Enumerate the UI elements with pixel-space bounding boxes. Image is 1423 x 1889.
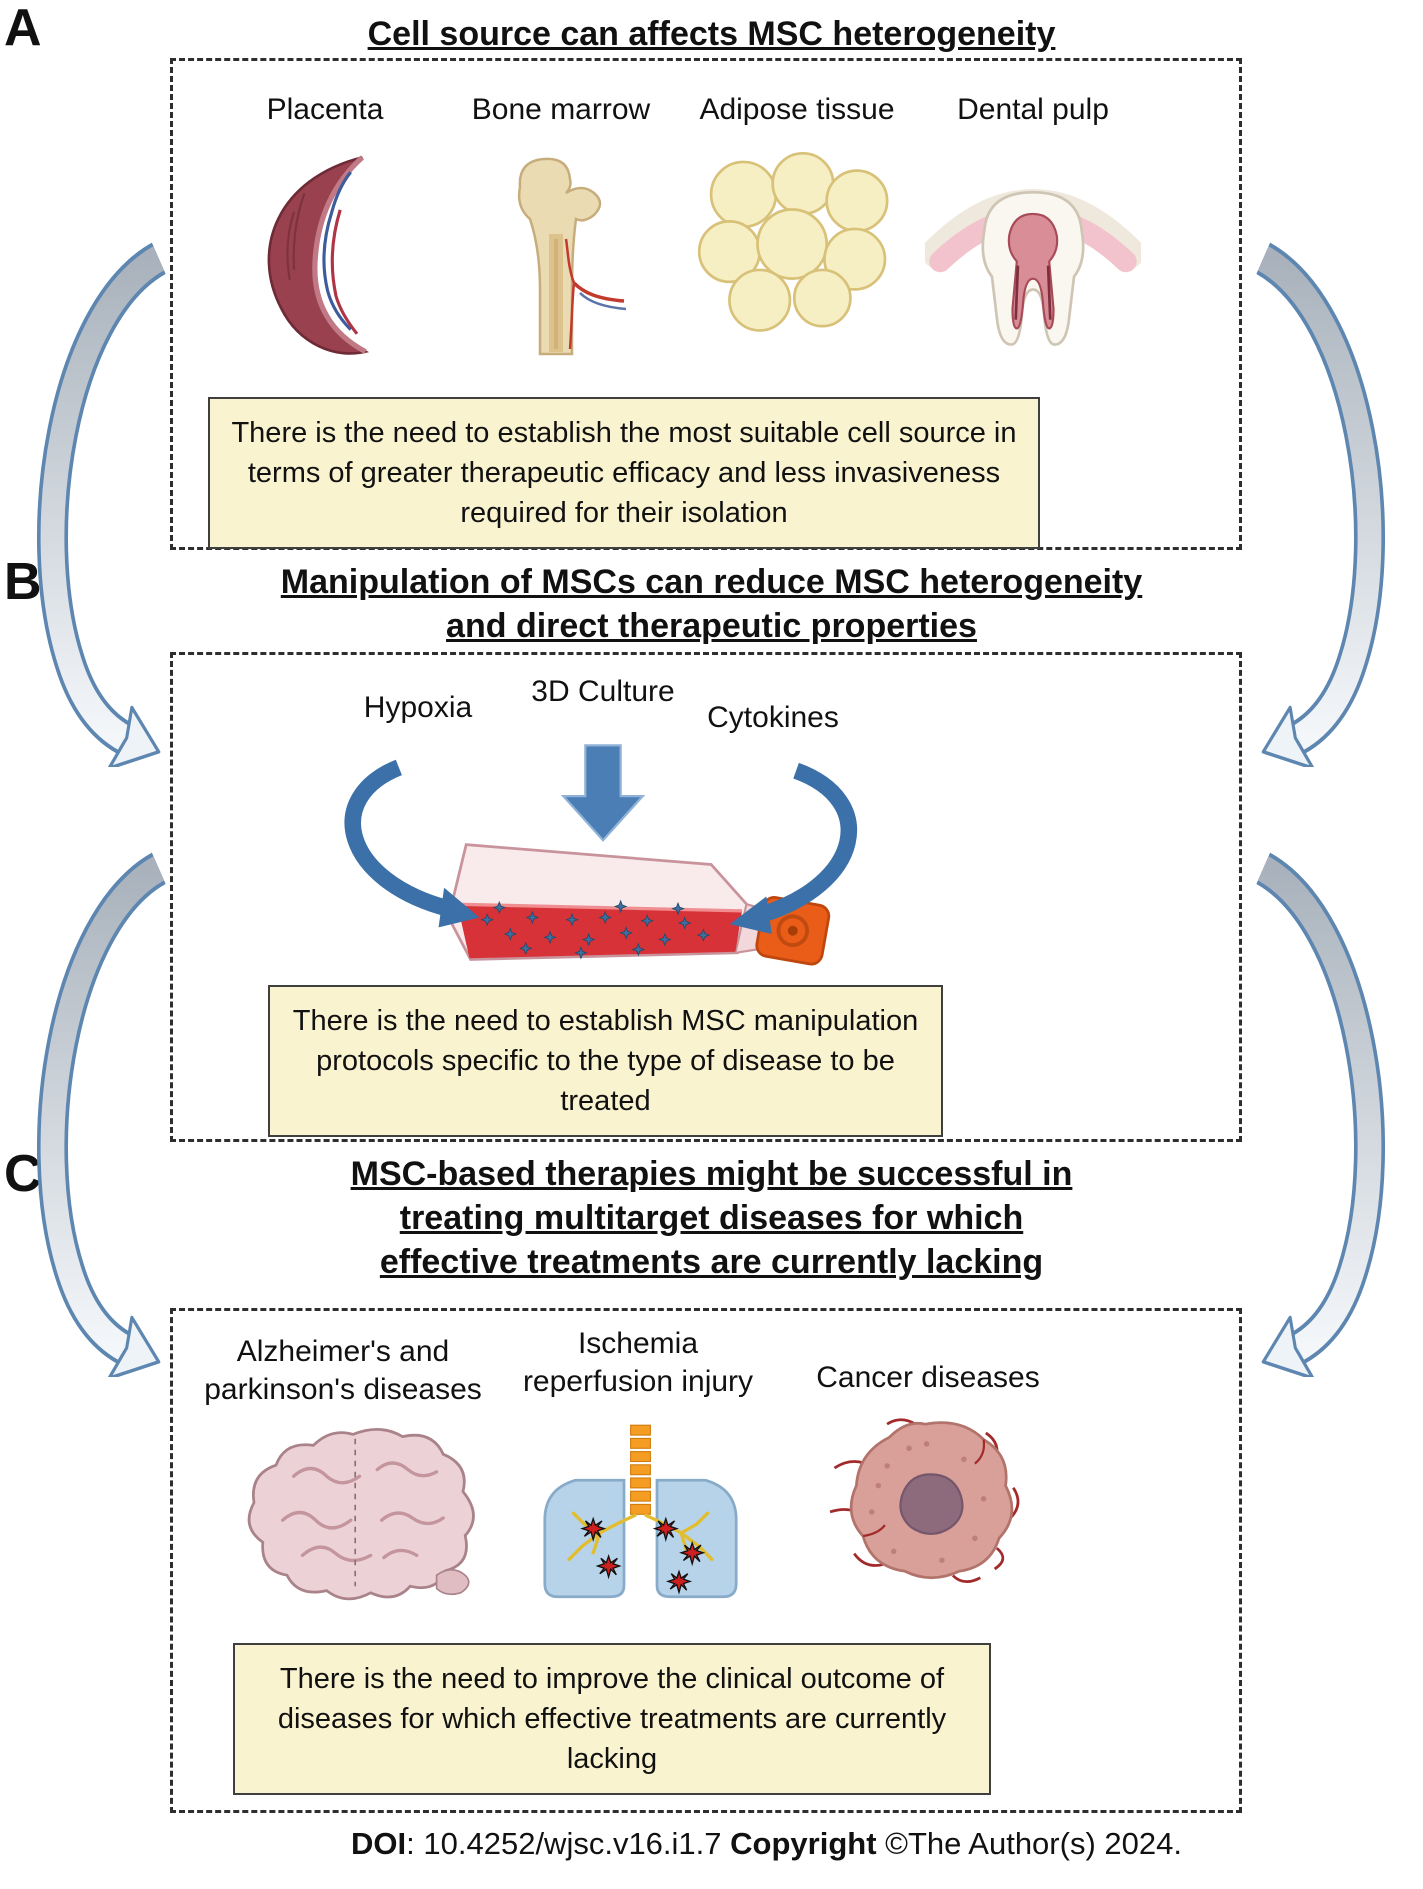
flow-arrow-right-b-to-c: [1256, 852, 1386, 1377]
panel-b-title-line: and direct therapeutic properties: [446, 607, 977, 645]
panel-c-title-line: treating multitarget diseases for which: [399, 1199, 1024, 1237]
panel-a-box: Placenta Bone marrow: [170, 58, 1242, 550]
label-line: parkinson's diseases: [204, 1373, 482, 1406]
tumor-icon: [829, 1418, 1020, 1583]
bone-marrow-icon: [517, 157, 627, 356]
lungs-icon: [543, 1424, 738, 1599]
placenta-icon: [267, 155, 369, 355]
panel-b-letter: B: [4, 553, 42, 611]
cytokines-arrow-icon: [757, 762, 858, 924]
panel-b-title: Manipulation of MSCs can reduce MSC hete…: [0, 560, 1423, 648]
copyright-label: Copyright: [730, 1826, 877, 1861]
flow-arrow-right-a-to-b: [1256, 242, 1386, 767]
cancer-label: Cancer diseases: [783, 1359, 1073, 1397]
source-adipose: Adipose tissue: [681, 93, 913, 359]
panel-b-note: There is the need to establish MSC manip…: [268, 985, 943, 1137]
label-line: reperfusion injury: [522, 1365, 754, 1398]
panel-c-title: MSC-based therapies might be successful …: [0, 1152, 1423, 1284]
flask-media: [457, 904, 743, 959]
panel-c-note: There is the need to improve the clinica…: [233, 1643, 991, 1795]
adipose-tissue-icon: [697, 151, 888, 332]
ischemia-label: Ischemia reperfusion injury: [493, 1325, 783, 1401]
label-line: Cancer diseases: [816, 1361, 1040, 1394]
panel-a-title-line: Cell source can affects MSC heterogeneit…: [367, 15, 1056, 53]
source-dental-pulp: Dental pulp: [917, 93, 1149, 359]
source-bone-marrow: Bone marrow: [445, 93, 677, 359]
cell-sources-row: Placenta Bone marrow: [173, 61, 1239, 359]
alzheimers-parkinsons-label: Alzheimer's and parkinson's diseases: [188, 1333, 498, 1409]
panel-a-letter: A: [4, 0, 42, 57]
panel-a-note: There is the need to establish the most …: [208, 397, 1040, 549]
adipose-tissue-label: Adipose tissue: [699, 93, 895, 126]
placenta-label: Placenta: [266, 93, 384, 126]
panel-c-box: Alzheimer's and parkinson's diseases Isc…: [170, 1308, 1242, 1813]
culture-flask-icon: [344, 744, 858, 966]
bone-marrow-label: Bone marrow: [471, 93, 651, 126]
dental-pulp-icon: [925, 189, 1141, 346]
label-line: Alzheimer's and: [236, 1335, 450, 1368]
brain-icon: [247, 1428, 475, 1601]
doi-label: DOI: [351, 1826, 407, 1861]
doi-copyright-line: DOI: 10.4252/wjsc.v16.i1.7 Copyright ©Th…: [0, 1826, 1423, 1862]
hypoxia-arrow-icon: [344, 759, 451, 917]
flow-arrow-left-b-to-c: [36, 852, 166, 1377]
hypoxia-label: Hypoxia: [363, 691, 473, 724]
flow-arrow-left-a-to-b: [36, 242, 166, 767]
dental-pulp-label: Dental pulp: [957, 93, 1109, 126]
doi-value: : 10.4252/wjsc.v16.i1.7: [406, 1826, 731, 1861]
panel-b-box: Hypoxia 3D Culture Cytokines: [170, 652, 1242, 1142]
copyright-value: ©The Author(s) 2024.: [876, 1826, 1182, 1861]
panel-c-letter: C: [4, 1145, 42, 1203]
label-line: Ischemia: [577, 1327, 699, 1360]
three-d-culture-label: 3D Culture: [531, 675, 675, 708]
panel-a-title: Cell source can affects MSC heterogeneit…: [0, 12, 1423, 56]
panel-b-title-line: Manipulation of MSCs can reduce MSC hete…: [280, 563, 1143, 601]
panel-c-title-line: effective treatments are currently lacki…: [379, 1243, 1044, 1281]
panel-c-title-line: MSC-based therapies might be successful …: [350, 1155, 1073, 1193]
source-placenta: Placenta: [209, 93, 441, 359]
three-d-culture-arrow-icon: [560, 744, 646, 842]
cytokines-label: Cytokines: [707, 701, 839, 734]
